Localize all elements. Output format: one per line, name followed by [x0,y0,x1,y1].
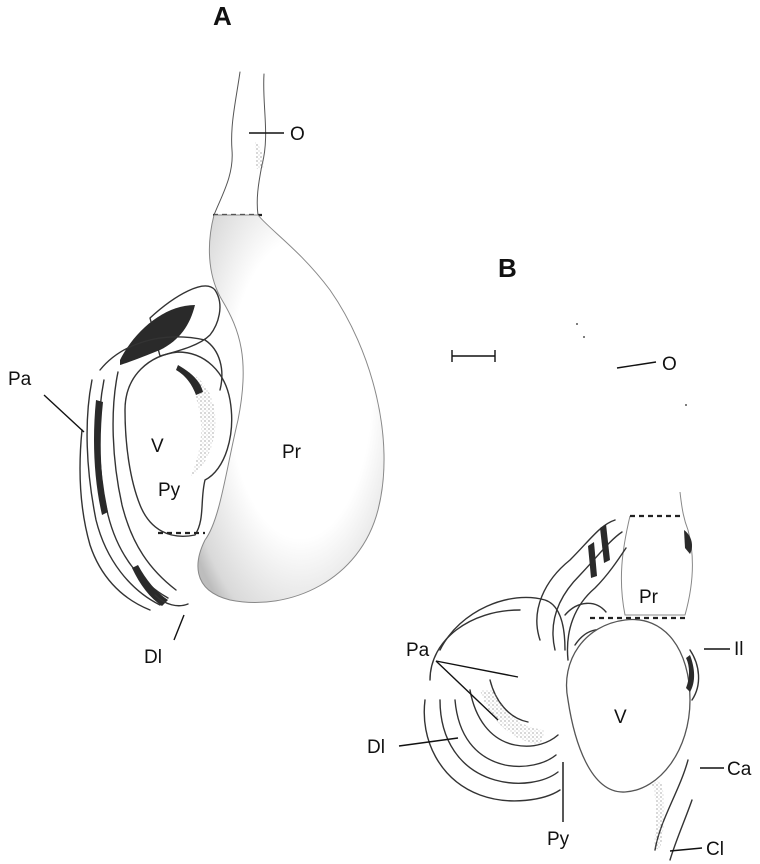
panel-a-dl-leader [174,615,184,640]
panel-a-label-pa: Pa [8,369,32,390]
panel-a-label-dl: Dl [144,647,162,668]
panel-a-pa-leader [44,395,84,432]
panel-a: A O [8,1,384,668]
panel-b-ventriculus [567,620,690,793]
panel-a-label-py: Py [158,480,181,501]
panel-b-label-pr: Pr [639,587,659,608]
panel-a-label-o: O [290,124,305,145]
panel-b-cl-leader [670,848,702,851]
scale-bar [452,350,495,362]
panel-b-label-il: Il [734,639,744,660]
panel-b-label-pa: Pa [406,640,430,661]
panel-b-title: B [498,253,517,283]
panel-b-oesophagus-trace [576,323,578,325]
panel-b-pa-leader-1 [436,661,518,677]
panel-b-label-v: V [614,707,627,728]
panel-a-oesophagus [214,72,266,215]
panel-a-label-pr: Pr [282,442,302,463]
panel-a-ventriculus [125,352,232,536]
panel-a-title: A [213,1,232,31]
panel-b-label-py: Py [547,829,570,850]
panel-b-o-leader [617,362,656,368]
panel-b-label-ca: Ca [727,759,752,780]
panel-b-label-cl: Cl [706,839,724,860]
panel-b-label-dl: Dl [367,737,385,758]
panel-b-label-o: O [662,354,677,375]
panel-a-label-v: V [151,436,164,457]
panel-b: B O [367,253,752,860]
panel-a-proventriculus [198,215,384,602]
